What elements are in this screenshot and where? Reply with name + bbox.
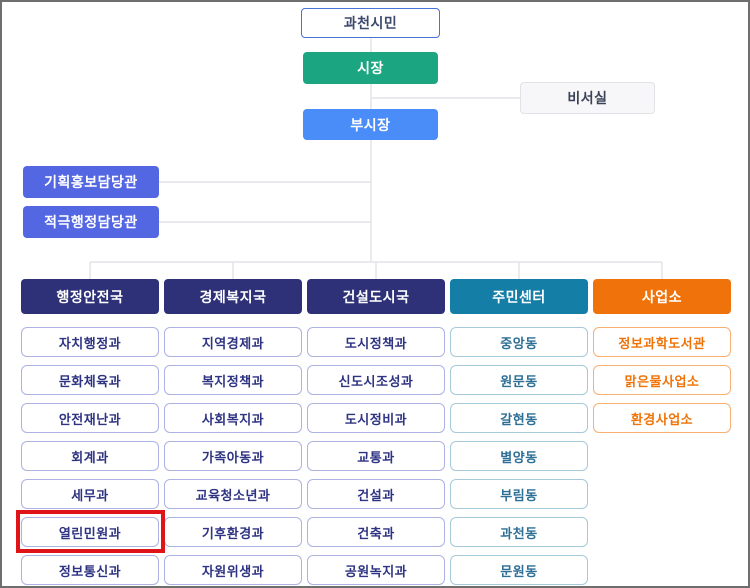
dept-item-highlighted[interactable]: 열린민원과 [21,517,159,547]
dept-header-4[interactable]: 주민센터 [450,279,588,314]
dept-item[interactable]: 문원동 [450,555,588,585]
dept-item[interactable]: 별양동 [450,441,588,471]
dept-item[interactable]: 사회복지과 [164,403,302,433]
staff-office-active-admin[interactable]: 적극행정담당관 [23,206,159,238]
dept-item[interactable]: 회계과 [21,441,159,471]
dept-item[interactable]: 문화체육과 [21,365,159,395]
secretary-office-box[interactable]: 비서실 [520,82,655,114]
dept-item[interactable]: 과천동 [450,517,588,547]
dept-item[interactable]: 교육청소년과 [164,479,302,509]
deputy-mayor-box[interactable]: 부시장 [303,109,438,140]
citizens-box[interactable]: 과천시민 [301,8,440,38]
dept-item[interactable]: 자치행정과 [21,327,159,357]
dept-item[interactable]: 도시정비과 [307,403,445,433]
dept-item[interactable]: 세무과 [21,479,159,509]
dept-item[interactable]: 자원위생과 [164,555,302,585]
dept-item[interactable]: 공원녹지과 [307,555,445,585]
dept-item[interactable]: 기후환경과 [164,517,302,547]
dept-item[interactable]: 원문동 [450,365,588,395]
dept-header-1[interactable]: 행정안전국 [21,279,159,314]
dept-item[interactable]: 안전재난과 [21,403,159,433]
dept-header-3[interactable]: 건설도시국 [307,279,445,314]
dept-item[interactable]: 맑은물사업소 [593,365,731,395]
dept-item[interactable]: 지역경제과 [164,327,302,357]
dept-item[interactable]: 교통과 [307,441,445,471]
dept-item[interactable]: 정보과학도서관 [593,327,731,357]
dept-item[interactable]: 부림동 [450,479,588,509]
dept-item[interactable]: 환경사업소 [593,403,731,433]
staff-office-planning-pr[interactable]: 기획홍보담당관 [23,166,159,198]
dept-header-2[interactable]: 경제복지국 [164,279,302,314]
mayor-box[interactable]: 시장 [303,52,438,84]
dept-item[interactable]: 중앙동 [450,327,588,357]
dept-item[interactable]: 건설과 [307,479,445,509]
dept-item[interactable]: 신도시조성과 [307,365,445,395]
dept-item[interactable]: 가족아동과 [164,441,302,471]
dept-header-5[interactable]: 사업소 [593,279,731,314]
dept-item[interactable]: 정보통신과 [21,555,159,585]
dept-item[interactable]: 복지정책과 [164,365,302,395]
dept-item[interactable]: 건축과 [307,517,445,547]
dept-item[interactable]: 도시정책과 [307,327,445,357]
dept-item[interactable]: 갈현동 [450,403,588,433]
